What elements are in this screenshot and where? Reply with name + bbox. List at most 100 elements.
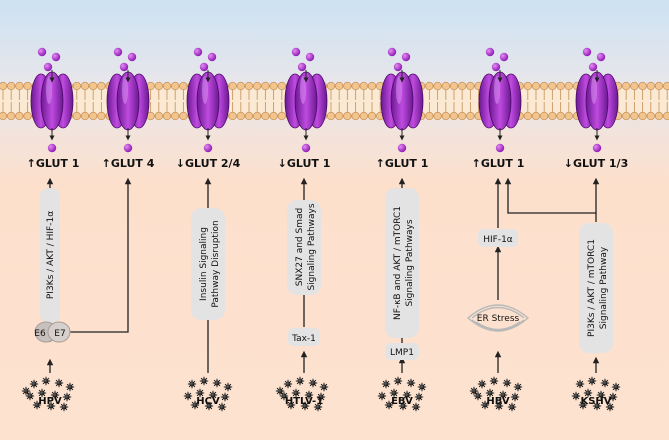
glucose-molecule xyxy=(51,52,61,62)
lipid-head xyxy=(556,111,565,121)
virus-cluster xyxy=(275,376,329,412)
lipid-head xyxy=(359,111,368,121)
virus-particle xyxy=(291,388,301,398)
virus-particle xyxy=(592,401,602,411)
lipid-head xyxy=(654,111,664,121)
virus-particle xyxy=(494,401,504,411)
lipid-head xyxy=(89,111,98,121)
e7-protein xyxy=(47,321,71,343)
virus-cluster xyxy=(469,376,523,412)
glut-label-6: ↑GLUT 1 xyxy=(472,157,525,170)
lipid-head xyxy=(228,81,237,91)
lipid-head xyxy=(458,111,467,121)
lipid-head xyxy=(351,81,360,91)
pathway-boxes: PI3Ks / AKT / HIF-1α Insulin Signaling P… xyxy=(40,188,613,353)
virus-particle xyxy=(571,391,581,401)
pathway-hpv: PI3Ks / AKT / HIF-1α xyxy=(46,211,56,299)
virus-particle xyxy=(473,391,483,401)
virus-particle xyxy=(275,386,285,396)
glucose-molecule xyxy=(485,47,495,57)
lipid-head xyxy=(523,111,532,121)
lipid-head xyxy=(556,81,565,91)
virus-name-htlv: HTLV-1 xyxy=(285,396,323,407)
virus-particle xyxy=(41,376,51,386)
virus-particle xyxy=(498,390,508,400)
lipid-head xyxy=(326,111,336,121)
lipid-head xyxy=(236,111,245,121)
lipid-head xyxy=(564,111,573,121)
glucose-molecule xyxy=(582,47,592,57)
glut-transporter xyxy=(380,47,424,153)
virus-particle xyxy=(204,401,214,411)
lipid-head xyxy=(15,81,24,91)
lipid-head xyxy=(269,81,278,91)
glut-transporter xyxy=(30,47,74,153)
lipid-head xyxy=(663,81,669,91)
virus-particle xyxy=(187,379,197,389)
virus-particle xyxy=(183,391,193,401)
glucose-molecule xyxy=(592,143,602,153)
glut-label-2: ↑GLUT 4 xyxy=(102,157,155,170)
virus-particle xyxy=(502,378,512,388)
virus-particle xyxy=(600,378,610,388)
pathway-box-kshv xyxy=(579,223,613,353)
tax1-label: Tax-1 xyxy=(291,334,316,344)
lipid-head xyxy=(236,81,245,91)
glut-transporter xyxy=(186,47,230,153)
virus-name-ebv: EBV xyxy=(391,396,413,407)
glucose-molecule xyxy=(119,62,129,72)
virus-cluster xyxy=(183,376,233,412)
pathway-kshv-line2: Signaling Pathway xyxy=(599,246,609,329)
lipid-head xyxy=(7,111,16,121)
glucose-molecule xyxy=(305,52,315,62)
virus-particle xyxy=(313,402,323,412)
lipid-head xyxy=(261,111,270,121)
virus-particle xyxy=(199,376,209,386)
virus-particle xyxy=(316,392,326,402)
er-stress-label: ER Stress xyxy=(477,314,520,324)
virus-cluster xyxy=(377,376,427,412)
pathway-box-hcv xyxy=(191,208,225,320)
lipid-head xyxy=(154,111,163,121)
virus-particle xyxy=(37,388,47,398)
lmp1-label: LMP1 xyxy=(390,348,414,358)
lipid-head xyxy=(663,111,669,121)
glut-transporter xyxy=(478,47,522,153)
lipid-head xyxy=(425,111,434,121)
er-stress-shape xyxy=(466,304,530,332)
virus-particle xyxy=(513,382,523,392)
virus-particle xyxy=(402,390,412,400)
tax1-box xyxy=(288,328,320,346)
lipid-head xyxy=(7,81,16,91)
virus-particle xyxy=(319,382,329,392)
lipid-head xyxy=(0,81,8,91)
lipid-head xyxy=(335,111,344,121)
virus-particle xyxy=(208,390,218,400)
pathway-ebv-line1: NF-κB and AKT / mTORC1 xyxy=(393,206,403,320)
virus-name-hcv: HCV xyxy=(196,396,220,407)
virus-particle xyxy=(480,400,490,410)
lipid-head xyxy=(261,81,270,91)
virus-names: HPV HCV HTLV-1 EBV HBV KSHV xyxy=(38,396,612,407)
glucose-molecule xyxy=(495,143,505,153)
virus-particle xyxy=(279,391,289,401)
virus-particle xyxy=(283,379,293,389)
lipid-head xyxy=(89,81,98,91)
virus-particle xyxy=(587,376,597,386)
pathway-box-ebv xyxy=(385,188,419,338)
lipid-head xyxy=(23,81,32,91)
virus-particle xyxy=(477,379,487,389)
lipid-head xyxy=(531,111,541,121)
lipid-head xyxy=(171,81,180,91)
virus-particle xyxy=(212,378,222,388)
lipid-head xyxy=(343,111,352,121)
lipid-head xyxy=(458,81,467,91)
lipid-head xyxy=(269,111,278,121)
virus-particle xyxy=(469,386,479,396)
viruses xyxy=(21,376,621,412)
lipid-head xyxy=(80,111,90,121)
virus-particle xyxy=(295,376,305,386)
lipid-head xyxy=(540,111,549,121)
